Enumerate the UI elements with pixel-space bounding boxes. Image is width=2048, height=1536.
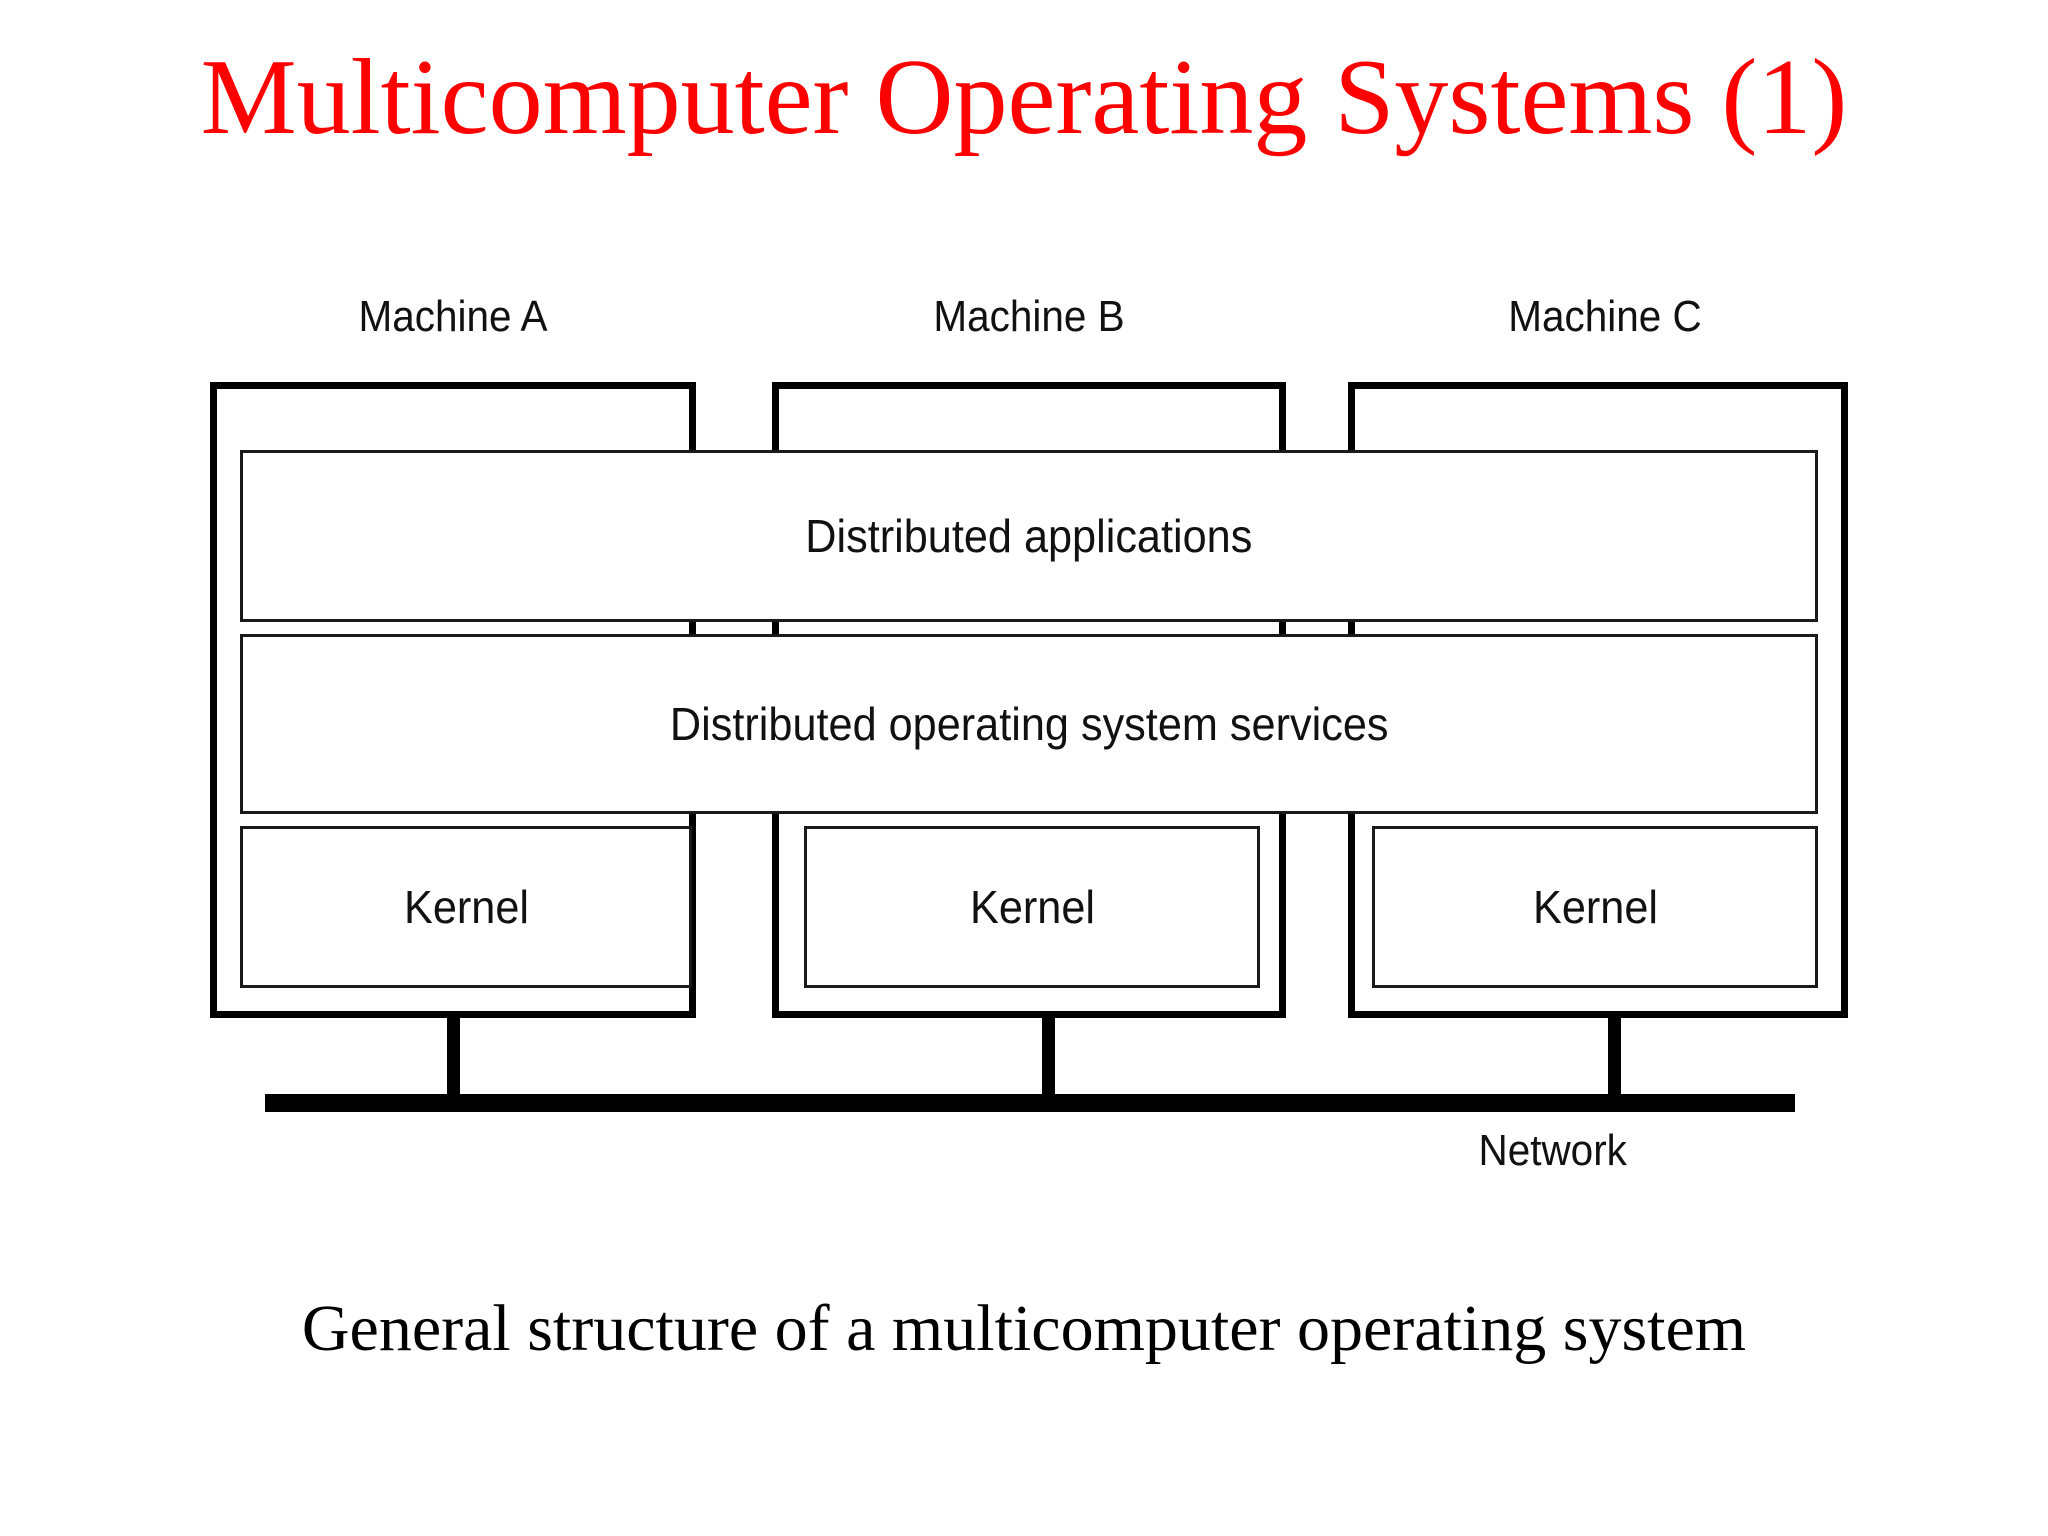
kernel-label-a: Kernel [403, 881, 529, 933]
machine-label-b: Machine B [933, 292, 1125, 341]
kernel-box-a: Kernel [240, 826, 692, 988]
network-label: Network [1478, 1126, 1627, 1175]
network-drop-line-b [1042, 1012, 1055, 1108]
network-drop-line-a [447, 1012, 460, 1108]
layer-distributed-os-services: Distributed operating system services [240, 634, 1818, 814]
network-drop-line-c [1608, 1012, 1621, 1108]
machine-label-a: Machine A [358, 292, 548, 341]
kernel-label-c: Kernel [1532, 881, 1658, 933]
kernel-label-b: Kernel [969, 881, 1095, 933]
layer-distributed-applications: Distributed applications [240, 450, 1818, 622]
diagram-figure: Machine A Machine B Machine C Distribute… [210, 292, 1848, 1175]
network-bus-bar [265, 1094, 1795, 1112]
figure-caption: General structure of a multicomputer ope… [301, 1292, 1747, 1365]
machine-label-c: Machine C [1508, 292, 1702, 341]
kernel-box-c: Kernel [1372, 826, 1818, 988]
layer-distributed-os-services-label: Distributed operating system services [669, 698, 1389, 750]
layer-distributed-applications-label: Distributed applications [805, 510, 1253, 562]
kernel-box-b: Kernel [804, 826, 1260, 988]
page-title: Multicomputer Operating Systems (1) [200, 38, 1848, 157]
